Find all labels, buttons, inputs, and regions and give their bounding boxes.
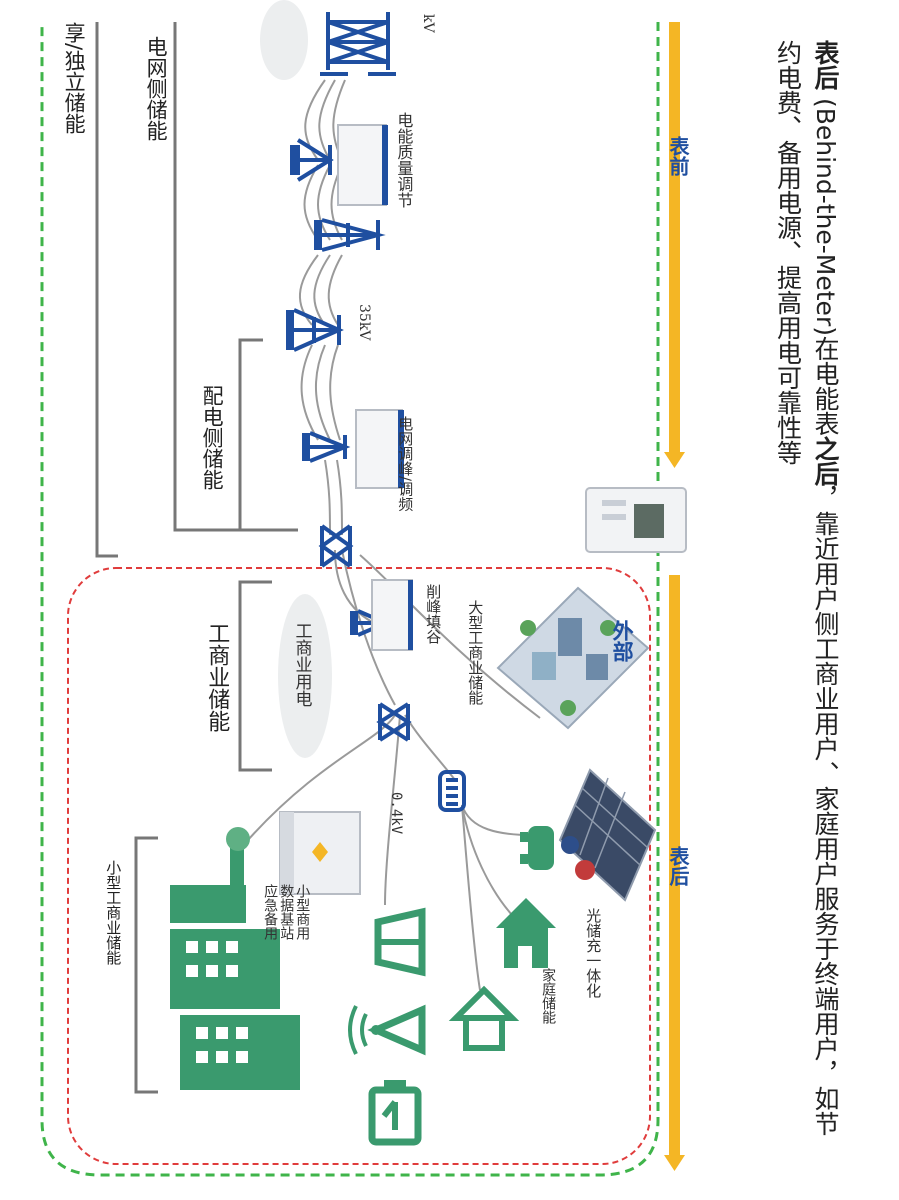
car-icon <box>520 826 554 870</box>
ci-bracket <box>238 580 272 772</box>
distribution-side-label: 配电侧储能 <box>200 385 225 490</box>
home-storage-icon <box>496 898 556 968</box>
front-meter-label: 表前 <box>666 136 690 176</box>
cabinet-icon-1 <box>337 124 388 206</box>
ci-power-ellipse <box>278 594 332 758</box>
caption-term: 表后 <box>811 40 840 90</box>
home-storage-label: 家庭储能 <box>540 968 557 1024</box>
peak-valley-label: 削峰填谷 <box>424 584 443 644</box>
behind-bar-arrow <box>664 1155 685 1171</box>
small-commercial-label: 小型商用 数据基站 应急备用 <box>262 884 311 940</box>
transformer-icon <box>438 770 466 812</box>
distribution-bracket <box>238 338 263 532</box>
caption-pre: 在电能表 <box>811 335 840 436</box>
tower-icon-2 <box>290 138 334 182</box>
battery-icon <box>368 1080 422 1146</box>
front-bar-arrow <box>664 452 685 468</box>
tower-icon-5 <box>302 431 351 463</box>
grid-side-label: 电网侧储能 <box>144 36 169 141</box>
voltage-35-label: 35kV <box>356 304 373 341</box>
behind-meter-label: 表后 <box>666 846 690 886</box>
industrial-park-icon <box>496 586 650 730</box>
house-icon <box>448 985 520 1051</box>
caption-emphasis: 之后 <box>811 435 840 486</box>
tower-signal-icon <box>374 907 426 977</box>
small-ci-bracket <box>134 836 158 1094</box>
cabinet-icon-2 <box>355 409 404 489</box>
caption-english: (Behind-the-Meter) <box>811 90 840 336</box>
shared-storage-label: 享/独立储能 <box>62 22 87 135</box>
cabinet-icon-4 <box>279 811 361 895</box>
tower-icon-4 <box>286 308 344 352</box>
tower-icon-1 <box>320 12 396 76</box>
caption-text: 表后 (Behind-the-Meter)在电能表之后，靠近用户侧工商业用户、家… <box>748 40 844 1160</box>
ci-power-label: 工商业用电 <box>291 622 312 707</box>
front-meter-bar <box>669 22 680 452</box>
pole-icon-1 <box>318 524 354 568</box>
caption-rest: ，靠近用户侧工商业用户、家庭用户服务于终端用户，如节约电费、备用电源、提高用电可… <box>773 40 841 1136</box>
shared-bracket <box>95 22 118 558</box>
antenna-icon <box>348 1004 426 1056</box>
pole-icon-2 <box>376 702 412 742</box>
voltage-top-label: kV <box>420 14 437 33</box>
top-ellipse <box>260 0 308 80</box>
external-label: 外部 <box>610 620 635 662</box>
electric-meter-icon <box>585 487 687 553</box>
green-dashed-boundary <box>40 22 660 1177</box>
voltage-04-label: 0.4kV <box>388 792 405 835</box>
ci-storage-label: 工商业储能 <box>204 622 230 732</box>
power-quality-label: 电能质量调节 <box>394 112 414 208</box>
pv-charging-label: 光储充一体化 <box>584 908 603 998</box>
large-ci-label: 大型工商业储能 <box>466 600 485 705</box>
small-ci-storage-label: 小型工商业储能 <box>104 860 123 965</box>
grid-side-bracket <box>173 22 298 532</box>
peak-frequency-label: 电网调峰/调频 <box>396 416 415 512</box>
cabinet-icon-3 <box>371 579 413 651</box>
factory-icon <box>170 827 300 1090</box>
red-dashed-area <box>67 567 651 1165</box>
tower-icon-3 <box>314 218 386 252</box>
pv-charging-icon <box>558 768 657 902</box>
behind-meter-bar <box>669 575 680 1155</box>
